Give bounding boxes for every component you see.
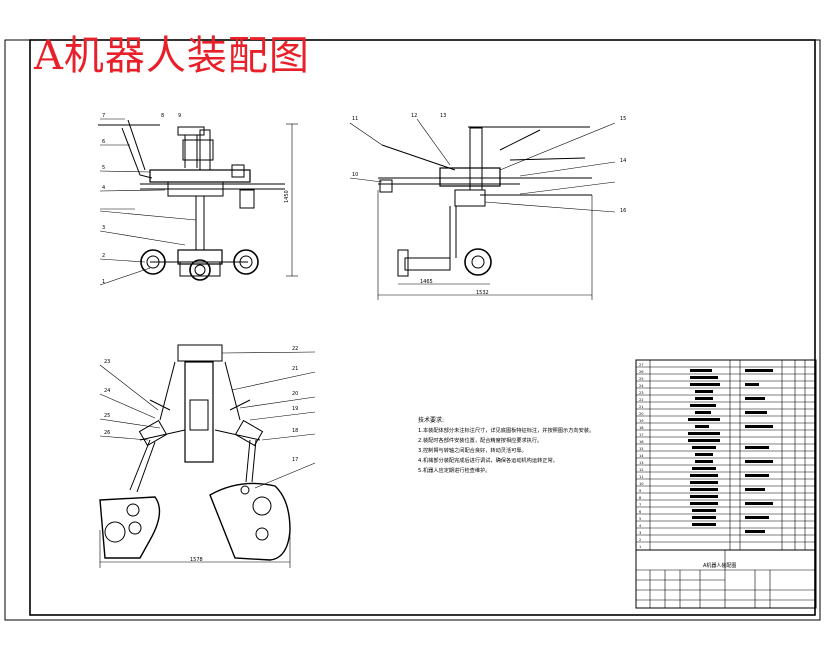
part-row-22: 22	[639, 398, 644, 402]
balloon-2: 2	[102, 253, 105, 259]
part-row-11: 11	[639, 475, 644, 479]
balloon-1: 1	[102, 279, 105, 285]
part-row-23: 23	[639, 391, 644, 395]
part-row-26: 26	[639, 370, 644, 374]
part-row-14: 14	[639, 454, 644, 458]
balloon-3: 3	[102, 225, 105, 231]
notes-title: 技术要求:	[418, 417, 445, 424]
balloon-24: 24	[104, 388, 110, 394]
balloon-7: 7	[102, 113, 105, 119]
balloon-23: 23	[104, 359, 110, 365]
side-view-labels: 1465 1532 11 10 12 13 15 14 16	[352, 113, 626, 296]
part-row-27: 27	[639, 363, 644, 367]
balloon-14: 14	[620, 158, 626, 164]
balloon-9: 9	[178, 113, 181, 119]
part-row-10: 10	[639, 482, 644, 486]
balloon-11: 11	[352, 116, 358, 122]
part-row-6: 6	[639, 510, 642, 514]
balloon-5: 5	[102, 165, 105, 171]
note-5: 5.机器人应定期进行检查维护。	[418, 468, 491, 474]
balloon-22: 22	[292, 346, 298, 352]
title-block	[635, 549, 817, 609]
drawing-title: A机器人装配图	[34, 33, 310, 79]
balloon-4: 4	[102, 185, 105, 191]
part-row-7: 7	[639, 503, 641, 507]
part-row-2: 2	[639, 538, 641, 542]
dim-side-base: 1465	[420, 279, 433, 285]
balloon-21: 21	[292, 366, 298, 372]
part-row-18: 18	[639, 426, 644, 430]
part-row-17: 17	[639, 433, 644, 437]
part-row-8: 8	[639, 496, 642, 500]
front-view	[98, 118, 298, 286]
balloon-16: 16	[620, 208, 626, 214]
parts-list	[635, 359, 817, 551]
part-row-21: 21	[639, 405, 644, 409]
balloon-8: 8	[161, 113, 164, 119]
part-row-12: 12	[639, 468, 644, 472]
side-view	[349, 118, 616, 300]
part-row-1: 1	[639, 545, 641, 549]
dim-top-width: 1578	[190, 557, 203, 563]
balloon-13: 13	[440, 113, 446, 119]
balloon-26: 26	[104, 430, 110, 436]
part-row-4: 4	[639, 524, 642, 528]
part-row-24: 24	[639, 384, 644, 388]
balloon-19: 19	[292, 406, 298, 412]
dim-side-overall: 1532	[476, 290, 489, 296]
outer-border	[4, 39, 821, 621]
front-view-balloons: 7 8 9 6 5 4 3 2 1	[102, 113, 181, 285]
part-row-5: 5	[639, 517, 641, 521]
inner-border	[29, 39, 816, 616]
note-4: 4.机械部分装配完成后进行调试，确保各运动机构运转正常。	[418, 458, 558, 464]
note-2: 2.装配时各部件安装位置，配合精度按相应要求执行。	[418, 438, 543, 444]
balloon-10: 10	[352, 172, 358, 178]
balloon-18: 18	[292, 428, 298, 434]
titleblock-name: A机器人装配图	[703, 563, 737, 569]
balloon-15: 15	[620, 116, 626, 122]
part-row-9: 9	[639, 489, 642, 493]
balloon-6: 6	[102, 139, 105, 145]
note-1: 1.本装配体部分未注标注尺寸，详见底图板特征标注，并按照图示方向安装。	[418, 428, 595, 434]
part-row-16: 16	[639, 440, 644, 444]
parts-list-numbers: 27 26 25 24 23 22 21 20 19 18 17 16 15 1…	[639, 363, 644, 549]
plan-view	[99, 344, 316, 568]
technical-notes: 技术要求: 1.本装配体部分未注标注尺寸，详见底图板特征标注，并按照图示方向安装…	[418, 416, 618, 476]
balloon-17: 17	[292, 457, 298, 463]
part-row-25: 25	[639, 377, 644, 381]
plan-view-labels: 1578 23 24 25 26 22 21 20 19 18 17	[104, 346, 298, 563]
part-row-13: 13	[639, 461, 644, 465]
balloon-25: 25	[104, 413, 110, 419]
part-row-15: 15	[639, 447, 644, 451]
balloon-12: 12	[411, 113, 417, 119]
dim-front-height: 1450	[284, 190, 290, 203]
note-3: 3.控制臂与转轴之间配合良好，转动灵活可靠。	[418, 448, 527, 454]
part-row-20: 20	[639, 412, 644, 416]
part-row-3: 3	[639, 531, 641, 535]
part-row-19: 19	[639, 419, 644, 423]
balloon-20: 20	[292, 391, 298, 397]
